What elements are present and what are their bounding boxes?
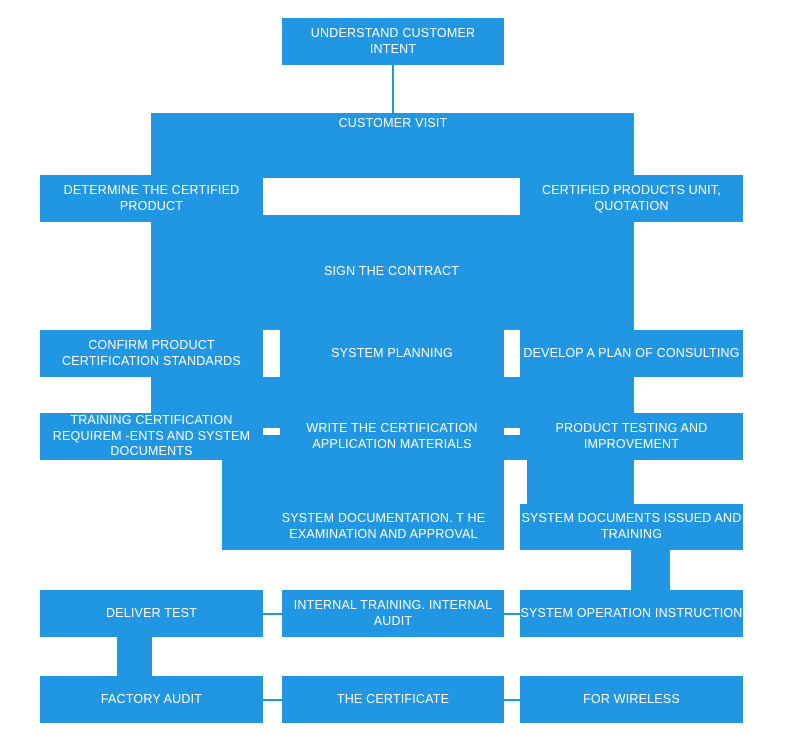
connector-docs-to-operation — [631, 550, 670, 592]
shape-row4-left-arm — [40, 330, 160, 377]
shape-row8-center — [282, 676, 504, 723]
connector-factory-to-certificate — [263, 699, 282, 701]
node-label: PRODUCT TESTING AND IMPROVEMENT — [555, 420, 708, 451]
node-system-documentation-examination[interactable]: SYSTEM DOCUMENTATION. T HE EXAMINATION A… — [263, 504, 504, 550]
node-label: CONFIRM PRODUCT CERTIFICATION STANDARDS — [62, 337, 241, 368]
separator-row4-right — [504, 330, 520, 377]
shape-upper-mass — [151, 113, 634, 375]
shape-right-descend — [527, 460, 634, 504]
node-confirm-product-certification-standards[interactable]: CONFIRM PRODUCT CERTIFICATION STANDARDS — [40, 330, 263, 377]
shape-row6-center — [263, 504, 504, 550]
cutout-upper-center — [263, 178, 520, 215]
node-label: DEVELOP A PLAN OF CONSULTING — [523, 345, 740, 360]
node-write-the-certification-application-materials[interactable]: WRITE THE CERTIFICATION APPLICATION MATE… — [280, 413, 504, 460]
node-training-certification-requirements[interactable]: TRAINING CERTIFICATION REQUIREM -ENTS AN… — [40, 413, 263, 460]
shape-row6-right — [520, 504, 743, 550]
connector-certificate-to-wireless — [504, 699, 520, 701]
connector-internal-to-operation — [504, 613, 520, 615]
shape-row7-left — [40, 590, 263, 637]
separator-row4-left — [263, 330, 280, 377]
shape-row8-left — [40, 676, 263, 723]
connector-understand-to-visit — [392, 65, 394, 113]
node-label: TRAINING CERTIFICATION REQUIREM -ENTS AN… — [52, 413, 251, 459]
node-label: DELIVER TEST — [105, 605, 198, 620]
shape-row5-band — [40, 413, 743, 460]
node-label: INTERNAL TRAINING. INTERNAL AUDIT — [293, 597, 493, 628]
node-internal-training-internal-audit[interactable]: INTERNAL TRAINING. INTERNAL AUDIT — [282, 590, 504, 637]
node-factory-audit[interactable]: FACTORY AUDIT — [40, 676, 263, 723]
node-determine-the-certified-product[interactable]: DETERMINE THE CERTIFIED PRODUCT — [40, 175, 263, 222]
node-system-operation-instruction[interactable]: SYSTEM OPERATION INSTRUCTION — [520, 590, 743, 637]
node-label: UNDERSTAND CUSTOMER INTENT — [310, 25, 476, 56]
node-certified-products-unit-quotation[interactable]: CERTIFIED PRODUCTS UNIT, QUOTATION — [520, 175, 743, 222]
node-develop-a-plan-of-consulting[interactable]: DEVELOP A PLAN OF CONSULTING — [520, 330, 743, 377]
shape-mid-mass — [151, 375, 634, 413]
shape-row3-right-arm — [625, 175, 743, 222]
node-label: FACTORY AUDIT — [100, 691, 203, 706]
shape-row7-center — [282, 590, 504, 637]
node-understand-customer-intent[interactable]: UNDERSTAND CUSTOMER INTENT — [282, 18, 504, 65]
node-label: SYSTEM PLANNING — [331, 345, 453, 360]
node-system-documents-issued-and-training[interactable]: SYSTEM DOCUMENTS ISSUED AND TRAINING — [520, 504, 743, 550]
separator-row5-right — [504, 428, 520, 435]
node-sign-the-contract[interactable]: SIGN THE CONTRACT — [263, 250, 520, 294]
node-label: THE CERTIFICATE — [336, 691, 450, 706]
node-label: FOR WIRELESS — [583, 691, 680, 706]
shape-row8-right — [520, 676, 743, 723]
node-the-certificate[interactable]: THE CERTIFICATE — [282, 676, 504, 723]
node-label: CERTIFIED PRODUCTS UNIT, QUOTATION — [542, 182, 721, 213]
separator-row5-left — [263, 428, 280, 435]
node-label: SIGN THE CONTRACT — [323, 264, 460, 279]
connector-deliver-to-factory — [117, 637, 152, 677]
node-label: WRITE THE CERTIFICATION APPLICATION MATE… — [306, 420, 478, 451]
node-label: CUSTOMER VISIT — [338, 116, 448, 131]
separator-row6-center-right — [504, 504, 520, 550]
node-for-wireless[interactable]: FOR WIRELESS — [520, 676, 743, 723]
node-label: DETERMINE THE CERTIFIED PRODUCT — [63, 182, 240, 213]
node-deliver-test[interactable]: DELIVER TEST — [40, 590, 263, 637]
shape-row7-right — [520, 590, 743, 637]
shape-row3-left-arm — [40, 175, 160, 222]
connector-deliver-to-internal — [263, 613, 282, 615]
node-label: SYSTEM DOCUMENTATION. T HE EXAMINATION A… — [281, 511, 486, 541]
shape-row4-right-arm — [625, 330, 743, 377]
node-customer-visit[interactable]: CUSTOMER VISIT — [282, 113, 504, 135]
node-product-testing-and-improvement[interactable]: PRODUCT TESTING AND IMPROVEMENT — [520, 413, 743, 460]
node-label: SYSTEM OPERATION INSTRUCTION — [520, 605, 743, 620]
node-label: SYSTEM DOCUMENTS ISSUED AND TRAINING — [521, 511, 742, 541]
node-system-planning[interactable]: SYSTEM PLANNING — [280, 330, 504, 377]
